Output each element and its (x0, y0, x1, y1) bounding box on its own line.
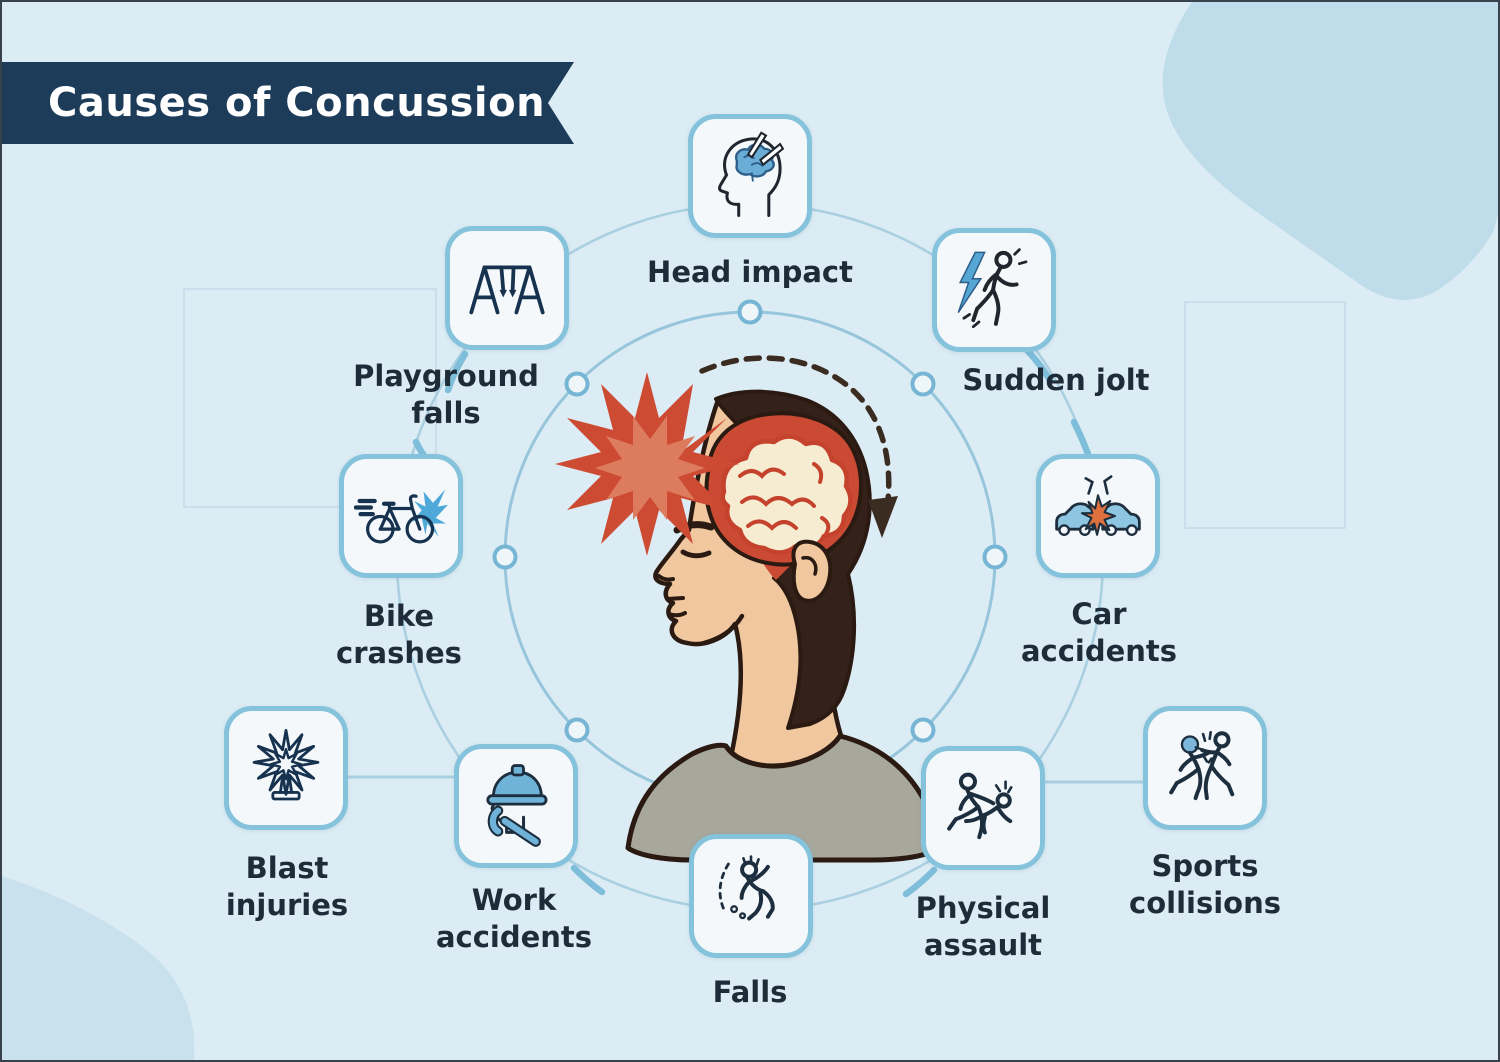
bike-crashes-icon (354, 489, 448, 544)
blast-injuries-icon (252, 728, 320, 801)
sports-collisions-box (1143, 706, 1267, 830)
playground-falls-label: Playground falls (353, 359, 539, 430)
ear (791, 539, 833, 603)
sudden-jolt-box (932, 228, 1056, 352)
central-illustration (555, 355, 942, 863)
car-accidents-label: Car accidents (1020, 597, 1178, 668)
shirt (625, 733, 942, 863)
brain-folds (738, 462, 831, 536)
blast-injuries-box (224, 706, 348, 830)
car-accidents-icon (1055, 475, 1141, 536)
corner-blob-top-right (1162, 2, 1498, 300)
physical-assault-icon (947, 772, 1013, 840)
sudden-jolt-label: Sudden jolt (962, 363, 1150, 397)
head-impact-label: Head impact (647, 255, 853, 289)
playground-falls-box (445, 226, 569, 350)
bike-crashes-box (339, 454, 463, 578)
work-accidents-icon (486, 764, 548, 847)
head-impact-box (688, 114, 812, 238)
sudden-jolt-icon (957, 248, 1028, 329)
physical-assault-box (921, 746, 1045, 870)
work-accidents-box (454, 744, 578, 868)
head-impact-icon (718, 131, 785, 217)
rotation-arrow-head (868, 496, 898, 538)
facial-features (657, 521, 745, 646)
falls-box (689, 834, 813, 958)
blast-injuries-label: Blast injuries (225, 851, 349, 922)
car-accidents-box (1036, 454, 1160, 578)
falls-label: Falls (712, 975, 788, 1009)
sports-collisions-label: Sports collisions (1129, 849, 1281, 920)
deco-square-right (1184, 301, 1346, 529)
work-accidents-label: Work accidents (435, 883, 593, 954)
rotation-arrow-arc (699, 355, 892, 503)
impact-star-inner (595, 416, 705, 520)
page-title: Causes of Concussion (48, 80, 546, 126)
bike-crashes-label: Bike crashes (336, 599, 462, 670)
sports-collisions-icon (1169, 730, 1235, 801)
title-banner: Causes of Concussion (2, 62, 574, 144)
falls-icon (718, 855, 775, 921)
physical-assault-label: Physical assault (915, 891, 1051, 962)
corner-blob-bottom-left (2, 876, 195, 1060)
playground-falls-icon (469, 265, 545, 315)
ear-inner (801, 555, 818, 576)
